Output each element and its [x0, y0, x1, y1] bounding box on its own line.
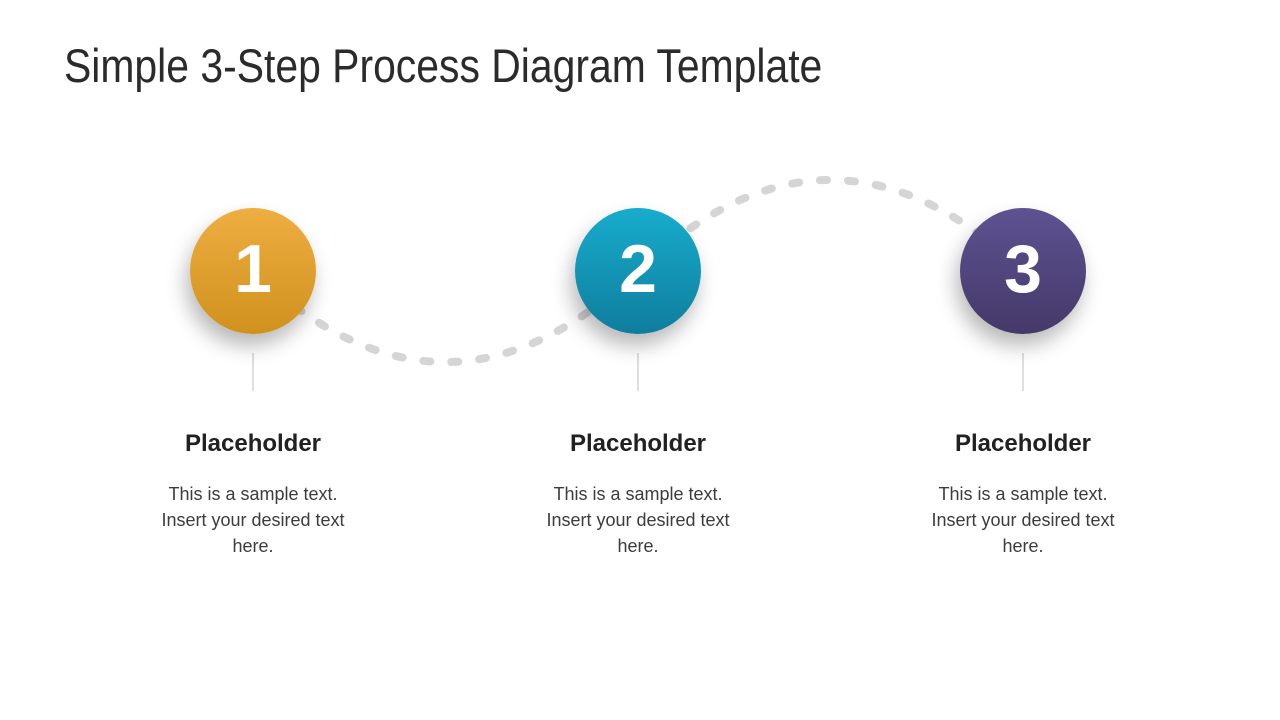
step-1-text-block: Placeholder This is a sample text. Inser… — [123, 429, 383, 559]
step-3-text-block: Placeholder This is a sample text. Inser… — [893, 429, 1153, 559]
step-1-number: 1 — [234, 231, 272, 307]
slide-title: Simple 3-Step Process Diagram Template — [64, 39, 823, 92]
step-3-description: This is a sample text. Insert your desir… — [931, 484, 1115, 556]
step-2-label: Placeholder — [569, 430, 707, 457]
step-3-number: 3 — [1004, 231, 1042, 307]
step-2-text-block: Placeholder This is a sample text. Inser… — [508, 429, 768, 559]
step-1-description: This is a sample text. Insert your desir… — [161, 484, 345, 556]
step-1-label: Placeholder — [184, 430, 322, 457]
step-1-circle: 1 — [190, 208, 316, 334]
step-3-label: Placeholder — [954, 430, 1092, 457]
step-2-circle: 2 — [575, 208, 701, 334]
step-3-circle: 3 — [960, 208, 1086, 334]
step-2-number: 2 — [619, 231, 657, 307]
step-2-description: This is a sample text. Insert your desir… — [546, 484, 730, 556]
